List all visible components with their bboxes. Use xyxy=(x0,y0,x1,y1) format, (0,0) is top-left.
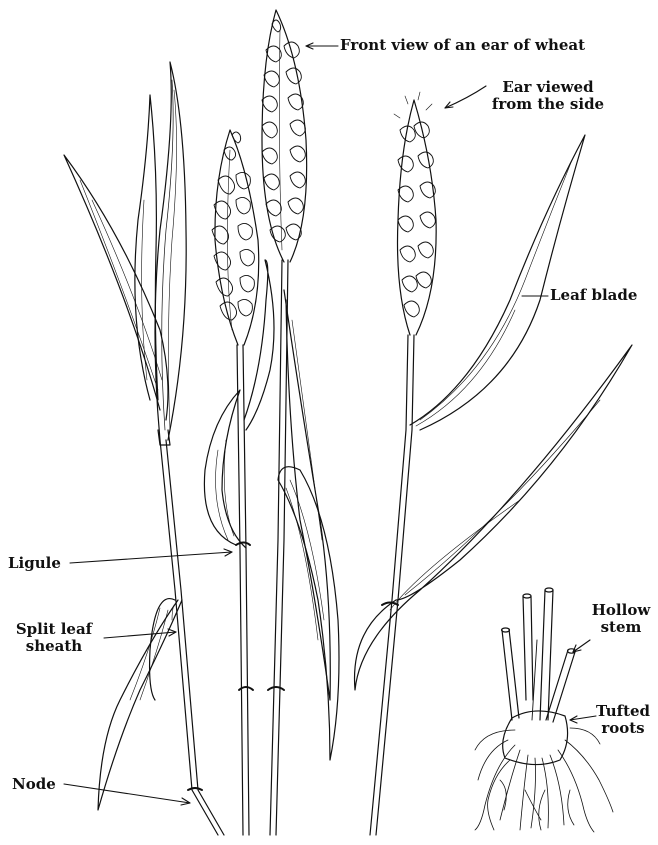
leader-node xyxy=(64,784,190,803)
label-node: Node xyxy=(12,776,56,793)
plant-mid-left xyxy=(204,130,274,835)
label-ligule: Ligule xyxy=(8,555,61,572)
label-split-sheath: Split leaf sheath xyxy=(6,621,102,655)
label-tufted-roots-line2: roots xyxy=(590,720,656,737)
plant-center xyxy=(262,10,339,835)
leader-ear-side xyxy=(445,86,486,108)
label-hollow-stem-line2: stem xyxy=(586,619,656,636)
label-tufted-roots: Tufted roots xyxy=(590,703,656,737)
label-ear-side: Ear viewed from the side xyxy=(488,79,608,113)
label-split-sheath-line2: sheath xyxy=(6,638,102,655)
plant-left xyxy=(64,62,224,835)
leader-ligule xyxy=(70,552,232,563)
label-split-sheath-line1: Split leaf xyxy=(6,621,102,638)
label-hollow-stem: Hollow stem xyxy=(586,602,656,636)
label-ear-side-line1: Ear viewed xyxy=(488,79,608,96)
label-tufted-roots-line1: Tufted xyxy=(590,703,656,720)
label-ear-side-line2: from the side xyxy=(488,96,608,113)
label-front-view: Front view of an ear of wheat xyxy=(340,37,585,54)
label-leaf-blade: Leaf blade xyxy=(550,287,637,304)
label-hollow-stem-line1: Hollow xyxy=(586,602,656,619)
